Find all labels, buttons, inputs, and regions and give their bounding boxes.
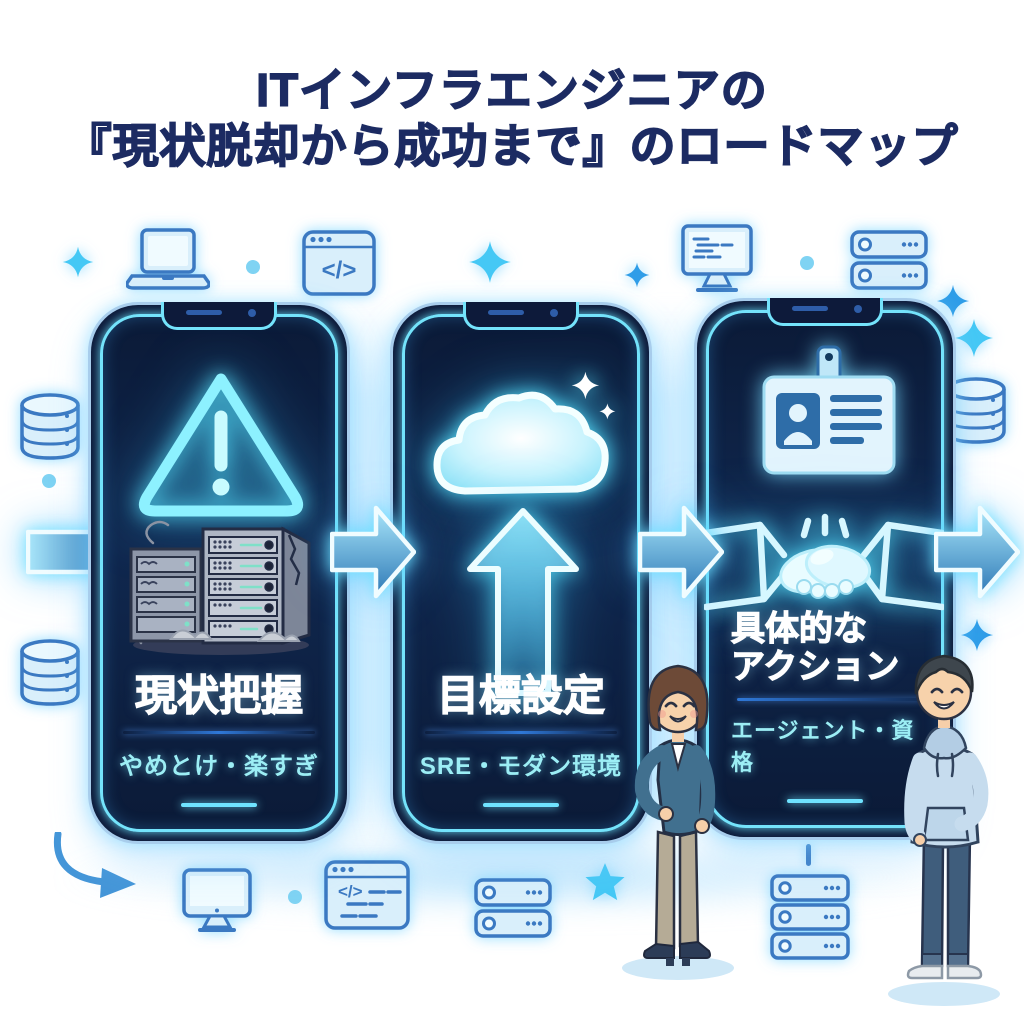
dot	[800, 256, 814, 270]
stage-3-heading-line-1: 具体的な	[730, 609, 867, 648]
camera-icon	[550, 309, 558, 317]
camera-icon	[854, 305, 862, 313]
handshake-icon	[704, 513, 944, 611]
phone-notch	[767, 298, 883, 326]
id-badge-icon	[762, 345, 896, 475]
smartphone-stage-1: 現状把握 やめとけ・楽すぎ	[88, 302, 350, 844]
sparkle-icon	[624, 262, 650, 288]
server-rack-icon	[770, 874, 850, 960]
flow-arrow-icon	[934, 505, 1020, 599]
dot	[42, 474, 56, 488]
sparkle-icon	[469, 241, 511, 283]
smartphone-stage-2: 目標設定 SRE・モダン環境	[390, 302, 652, 844]
phone-notch	[161, 302, 277, 330]
stage-2-text: 目標設定 SRE・モダン環境	[419, 671, 623, 781]
speaker-icon	[792, 306, 828, 311]
divider	[737, 698, 921, 701]
sparkle-icon	[955, 319, 993, 357]
phone-screen: 具体的な アクション エージェント・資格	[704, 310, 944, 828]
stage-1-text: 現状把握 やめとけ・楽すぎ	[117, 671, 321, 781]
code-glyph: </>	[322, 257, 357, 284]
code-window-icon: </>	[302, 230, 376, 296]
stage-1-subtitle: やめとけ・楽すぎ	[119, 753, 319, 780]
businesswoman-figure	[622, 664, 734, 980]
title-line-2: 『現状脱却から成功まで』のロードマップ	[65, 119, 959, 173]
phone-screen: 現状把握 やめとけ・楽すぎ	[100, 314, 338, 832]
database-icon	[20, 639, 80, 706]
stage-2-subtitle: SRE・モダン環境	[419, 753, 623, 780]
home-indicator	[787, 799, 863, 803]
casual-man-figure	[888, 654, 1000, 1006]
divider	[425, 731, 617, 734]
glowing-cloud-icon	[433, 371, 616, 495]
stage-3-text: 具体的な アクション エージェント・資格	[723, 609, 927, 777]
legacy-server-rack-illustration	[129, 520, 311, 655]
curved-arrow-icon	[53, 832, 136, 898]
code-glyph: </>	[338, 882, 363, 901]
title-line-1: ITインフラエンジニアの	[255, 63, 768, 117]
server-rack-icon	[474, 878, 552, 938]
flow-arrow-icon	[638, 505, 724, 599]
connector-line	[806, 844, 811, 866]
page-title: ITインフラエンジニアの 『現状脱却から成功まで』のロードマップ	[0, 62, 1024, 174]
server-rack-icon	[850, 230, 928, 290]
phone-screen: 目標設定 SRE・モダン環境	[402, 314, 640, 832]
monitor-code-icon	[681, 224, 753, 292]
stage-3-subtitle: エージェント・資格	[731, 718, 915, 775]
camera-icon	[248, 309, 256, 317]
stage-1-heading: 現状把握	[134, 671, 303, 719]
laptop-icon	[126, 228, 210, 290]
up-arrow-icon	[467, 508, 579, 696]
code-window-icon: </>	[324, 860, 410, 930]
smartphone-stage-3: 具体的な アクション エージェント・資格	[694, 298, 956, 840]
sparkle-icon	[62, 246, 94, 278]
speaker-icon	[488, 310, 524, 315]
warning-triangle-icon	[138, 373, 304, 517]
monitor-icon	[182, 868, 252, 932]
phone-notch	[463, 302, 579, 330]
speaker-icon	[186, 310, 222, 315]
home-indicator	[181, 803, 257, 807]
dot	[288, 890, 302, 904]
flow-arrow-icon	[330, 505, 416, 599]
home-indicator	[483, 803, 559, 807]
dot	[246, 260, 260, 274]
stage-2-heading: 目標設定	[436, 671, 605, 719]
stage-3-heading-line-2: アクション	[730, 647, 900, 686]
database-icon	[20, 393, 80, 460]
divider	[123, 731, 315, 734]
